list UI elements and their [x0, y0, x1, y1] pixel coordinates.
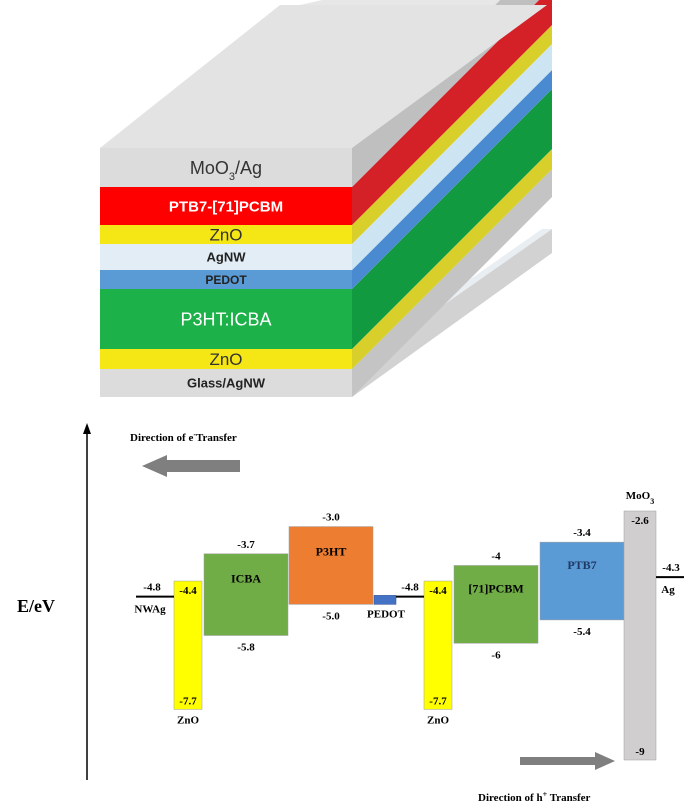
layer-label: AgNW [207, 250, 247, 265]
pedot-block [373, 595, 397, 605]
level-label-bottom: -5.8 [237, 642, 255, 654]
energy-block-moo3 [623, 510, 657, 761]
material-name: PTB7 [567, 558, 596, 572]
material-name-below: ZnO [427, 714, 449, 726]
electron-transfer-label: Direction of e-Transfer [130, 430, 237, 445]
level-label-bottom: -9 [635, 746, 645, 758]
hole-transfer-label: Direction of h+ Transfer [478, 790, 591, 805]
level-label-bottom: -5.4 [573, 626, 591, 638]
layer-side-face [352, 25, 552, 244]
level-label-top: -4 [491, 550, 501, 562]
electrode-level-value: -4.8 [143, 582, 161, 594]
layer-side-face [352, 0, 539, 187]
layer-front-face [100, 369, 352, 397]
layer-front-face [100, 289, 352, 349]
electron-direction-arrow [142, 455, 240, 477]
energy-block-icba [203, 553, 289, 636]
layer-side-face [352, 89, 552, 349]
layer-front-face [100, 244, 352, 270]
level-label-bottom: -7.7 [179, 695, 197, 707]
layer-front-face [100, 187, 352, 225]
material-name: P3HT [316, 544, 347, 558]
layer-front-face [100, 270, 352, 289]
hole-direction-arrow [520, 752, 615, 770]
layer-label: PEDOT [205, 273, 247, 287]
level-label-bottom: -7.7 [429, 695, 447, 707]
layer-front-face [100, 349, 352, 369]
energy-block-p3ht [288, 526, 374, 605]
energy-axis-label: E/eV [17, 596, 55, 616]
layer-label: PTB7-[71]PCBM [169, 198, 283, 215]
energy-block-pcbm [453, 565, 539, 644]
layer-side-face [352, 44, 552, 270]
electrode-level-value: -4.8 [401, 582, 419, 594]
level-label-top: -3.7 [237, 539, 255, 551]
layer-label: Glass/AgNW [187, 376, 266, 391]
glass-side-face [352, 229, 552, 397]
layer-front-face [100, 225, 352, 244]
level-label-top: -3.0 [322, 512, 340, 524]
electrode-name: NWAg [134, 604, 166, 616]
level-label-bottom: -6 [491, 649, 501, 661]
layer-front-face [100, 148, 352, 187]
layer-label: MoO3/Ag [190, 158, 262, 183]
layer-side-face [352, 149, 552, 369]
electrode-level-value: -4.3 [662, 562, 680, 574]
layer-side-face [352, 70, 552, 289]
material-name-below: ZnO [177, 714, 199, 726]
layer-label: ZnO [209, 350, 242, 369]
material-name: [71]PCBM [468, 581, 523, 595]
pedot-label: PEDOT [367, 608, 406, 620]
electrode-name: Ag [661, 584, 675, 596]
layer-label: ZnO [209, 226, 242, 245]
energy-axis-arrowhead [83, 423, 91, 434]
layer-label: P3HT:ICBA [180, 309, 271, 329]
stack-top-face-shade [100, 5, 547, 148]
layer-side-face [352, 0, 552, 225]
level-label-top: -2.6 [631, 515, 649, 527]
material-name: ICBA [231, 572, 261, 586]
level-label-top: -3.4 [573, 527, 591, 539]
energy-block-zno-left [173, 580, 203, 710]
energy-block-zno-right [423, 580, 453, 710]
layer-side-face [352, 169, 552, 397]
level-label-top: -4.4 [429, 585, 447, 597]
level-label-top: -4.4 [179, 585, 197, 597]
moo3-label: MoO3 [626, 490, 654, 506]
level-label-bottom: -5.0 [322, 610, 340, 622]
energy-block-ptb7 [539, 541, 625, 621]
